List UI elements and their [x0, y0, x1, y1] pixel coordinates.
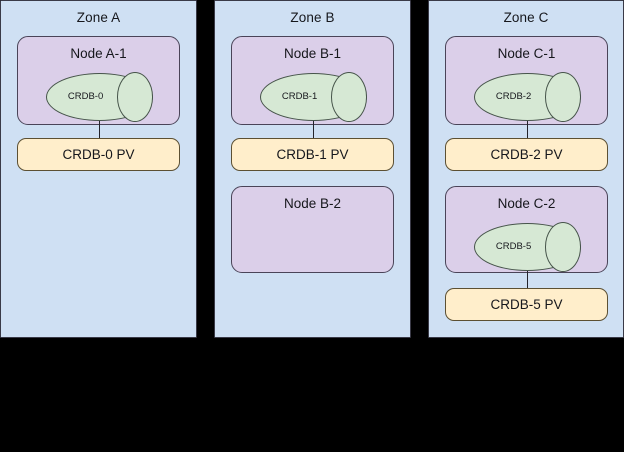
persistent-volume-crdb-0-pv[interactable]: CRDB-0 PV	[17, 138, 180, 171]
connector-line-node-c-1	[527, 121, 528, 139]
cylinder-cap-icon	[330, 72, 367, 122]
database-cylinder-crdb-1[interactable]: CRDB-1	[260, 72, 367, 122]
database-cylinder-crdb-0[interactable]: CRDB-0	[46, 72, 153, 122]
persistent-volume-label: CRDB-1 PV	[276, 146, 349, 162]
zone-title: Zone A	[76, 10, 121, 25]
cylinder-cap-icon	[116, 72, 153, 122]
node-label: Node B-2	[283, 196, 342, 211]
node-label: Node C-2	[497, 196, 556, 211]
persistent-volume-crdb-5-pv[interactable]: CRDB-5 PV	[445, 288, 608, 321]
node-label: Node B-1	[283, 46, 342, 61]
persistent-volume-label: CRDB-0 PV	[62, 146, 135, 162]
database-cylinder-crdb-2[interactable]: CRDB-2	[474, 72, 581, 122]
zone-title: Zone B	[290, 10, 335, 25]
zone-title: Zone C	[503, 10, 549, 25]
connector-line-node-b-1	[313, 121, 314, 139]
database-label: CRDB-0	[67, 91, 104, 102]
persistent-volume-label: CRDB-2 PV	[490, 146, 563, 162]
database-label: CRDB-5	[495, 241, 532, 252]
node-label: Node A-1	[70, 46, 127, 61]
database-cylinder-crdb-5[interactable]: CRDB-5	[474, 222, 581, 272]
cylinder-cap-icon	[544, 72, 581, 122]
persistent-volume-crdb-2-pv[interactable]: CRDB-2 PV	[445, 138, 608, 171]
cylinder-cap-icon	[544, 222, 581, 272]
persistent-volume-crdb-1-pv[interactable]: CRDB-1 PV	[231, 138, 394, 171]
database-label: CRDB-2	[495, 91, 532, 102]
connector-line-node-a-1	[99, 121, 100, 139]
node-box-node-b-2[interactable]: Node B-2	[231, 186, 394, 273]
node-label: Node C-1	[497, 46, 556, 61]
database-label: CRDB-1	[281, 91, 318, 102]
connector-line-node-c-2	[527, 271, 528, 289]
persistent-volume-label: CRDB-5 PV	[490, 296, 563, 312]
